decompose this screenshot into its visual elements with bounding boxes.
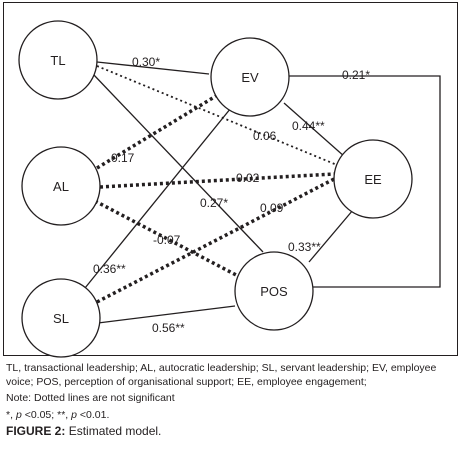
sig-v1: <0.05; **, xyxy=(24,408,69,421)
node-ev: EV xyxy=(210,37,290,117)
edge-sl-pos xyxy=(97,305,236,324)
edge-label-sl-ee: 0.09 xyxy=(260,201,284,215)
sig-star: *, xyxy=(6,408,14,421)
edge-sl-ev xyxy=(84,102,236,289)
node-pos-label: POS xyxy=(260,284,288,299)
edge-label-ev-ee-long: 0.21* xyxy=(342,68,370,82)
node-sl: SL xyxy=(21,278,101,358)
sig-p2: p xyxy=(71,408,77,421)
node-ev-label: EV xyxy=(241,70,259,85)
sig-p1: p xyxy=(15,408,22,421)
edge-label-tl-ee: 0.06 xyxy=(253,129,277,143)
node-tl-label: TL xyxy=(50,53,65,68)
path-diagram: TL AL SL EV EE POS 0.30* 0.21* 0.44** 0.… xyxy=(18,20,441,358)
node-pos: POS xyxy=(234,251,314,331)
sig-v2: <0.01. xyxy=(79,408,110,421)
node-sl-label: SL xyxy=(53,311,69,326)
figure-frame xyxy=(3,2,458,356)
edge-al-ev xyxy=(96,94,217,170)
caption-note: Note: Dotted lines are not significant xyxy=(6,392,175,404)
edge-label-tl-ev: 0.30* xyxy=(132,55,160,69)
edge-label-al-ee: 0.02 xyxy=(236,171,260,185)
edge-tl-ev xyxy=(96,61,210,75)
edge-label-sl-pos: 0.56** xyxy=(152,321,185,335)
node-al-label: AL xyxy=(53,179,69,194)
edge-tl-ee xyxy=(96,65,338,166)
node-ee-label: EE xyxy=(364,172,382,187)
edge-pos-ee xyxy=(308,209,354,263)
figure-title-text: Estimated model. xyxy=(68,424,162,438)
edge-al-pos xyxy=(94,199,239,278)
edge-al-ee xyxy=(99,172,335,189)
edge-tl-pos xyxy=(92,73,264,253)
node-al: AL xyxy=(21,146,101,226)
edge-label-ev-ee: 0.44** xyxy=(292,119,325,133)
edge-label-al-pos: -0.07 xyxy=(153,233,181,247)
edge-ev-ee xyxy=(283,102,346,158)
edge-sl-ee xyxy=(96,176,337,304)
edge-ev-ee-long xyxy=(289,75,441,288)
figure-title: FIGURE 2: Estimated model. xyxy=(6,424,458,439)
edge-label-pos-ee: 0.33** xyxy=(288,240,321,254)
figure-label: FIGURE 2: xyxy=(6,424,66,438)
edge-label-al-ev: 0.17 xyxy=(111,151,135,165)
figure-caption: TL, transactional leadership; AL, autocr… xyxy=(6,362,458,442)
node-ee: EE xyxy=(333,139,413,219)
node-tl: TL xyxy=(18,20,98,100)
edge-label-tl-pos: 0.27* xyxy=(200,196,228,210)
caption-significance: *, p <0.05; **, p <0.01. xyxy=(6,409,458,423)
edge-label-sl-ev: 0.36** xyxy=(93,262,126,276)
caption-abbreviations: TL, transactional leadership; AL, autocr… xyxy=(6,362,437,388)
